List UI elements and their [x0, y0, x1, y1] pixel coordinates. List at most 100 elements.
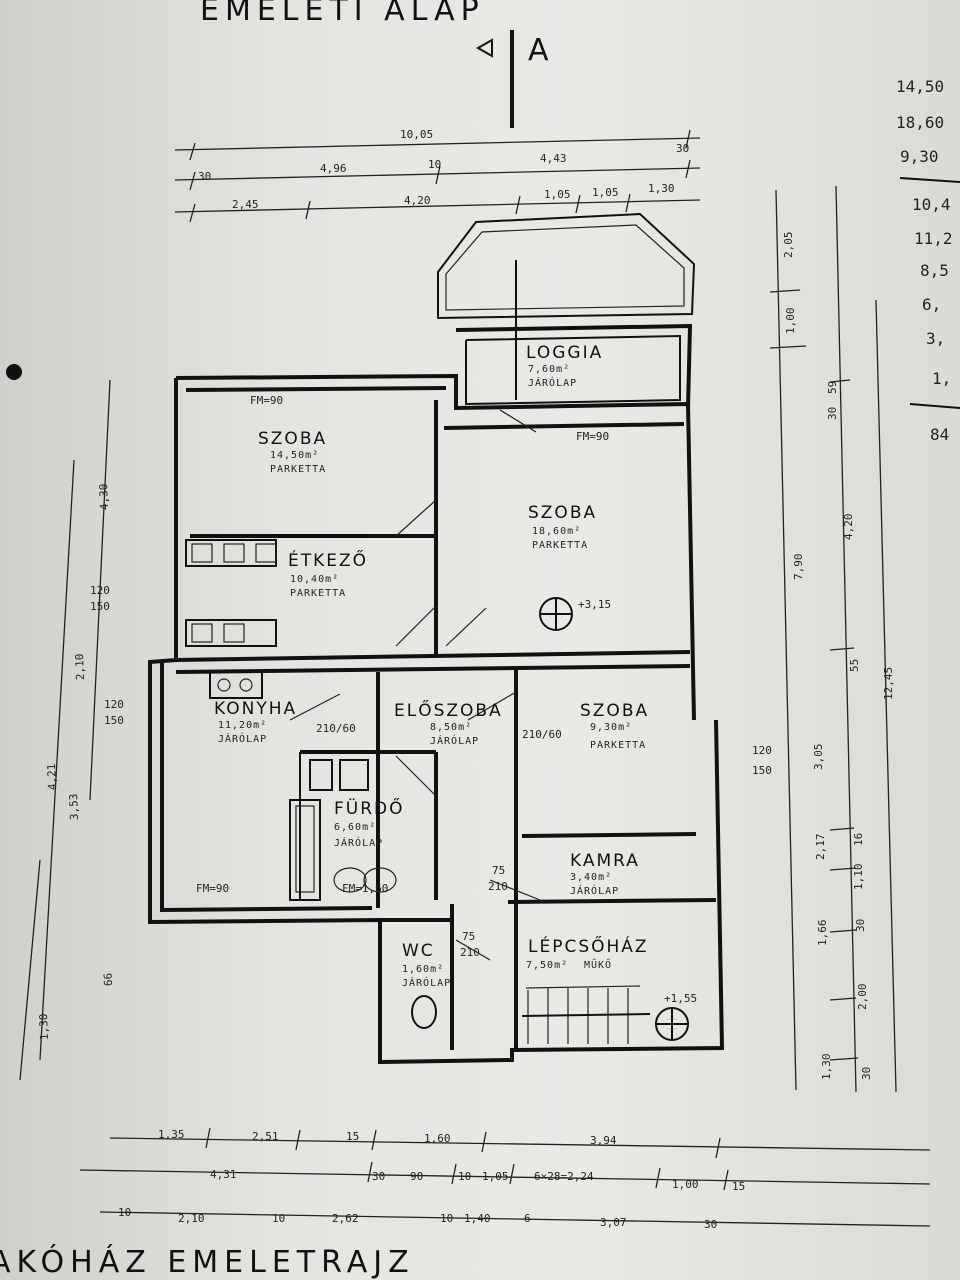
room-area: 8,50m² [430, 722, 472, 733]
dim-top-3-c: 1,05 [544, 188, 571, 201]
door-size: 210 [460, 946, 480, 959]
level-mark-lepcsohaz: +1,55 [664, 992, 697, 1005]
binder-hole [6, 364, 22, 380]
dim-top-3-e: 1,30 [648, 182, 675, 195]
window-size: 120 [104, 698, 124, 711]
room-area: 11,20m² [218, 720, 267, 731]
room-floor: JÁRÓLAP [218, 732, 267, 745]
dim-bottom-3: 3,07 [600, 1216, 627, 1229]
dim-bottom-2: 4,31 [210, 1168, 237, 1181]
margin-note: 11,2 [914, 229, 953, 248]
door-swings [289, 409, 541, 961]
room-area: 18,60m² [532, 526, 581, 537]
room-area: 7,50m² [526, 960, 568, 971]
door-size: 210/60 [316, 722, 356, 735]
dim-bottom-1: 15 [346, 1130, 359, 1143]
dim-right: 55 [848, 659, 861, 672]
room-eloszoba: ELŐSZOBA 8,50m² JÁRÓLAP [394, 699, 501, 747]
room-area: 10,40m² [290, 574, 339, 585]
plan-title: EMELETI ALAP [200, 0, 485, 28]
dim-top-3-d: 1,05 [592, 186, 619, 199]
dim-bottom-1: 1,35 [158, 1128, 185, 1141]
margin-notes: 14,50 18,60 9,30 10,4 11,2 8,5 6, 3, 1, … [896, 77, 960, 444]
dim-bottom-3: 30 [704, 1218, 717, 1231]
room-area: 7,60m² [528, 364, 570, 375]
dim-top-3-a: 2,45 [232, 198, 259, 211]
room-area: 1,60m² [402, 964, 444, 975]
room-name: SZOBA [258, 429, 327, 449]
room-name: LÉPCSŐHÁZ [528, 935, 649, 957]
dim-top-2-b: 4,96 [320, 162, 347, 175]
staircase [521, 985, 689, 1044]
dim-right: 1,30 [820, 1054, 833, 1081]
room-floor: JÁRÓLAP [402, 976, 451, 989]
dim-top-2-d: 4,43 [540, 152, 567, 165]
room-name: KONYHA [214, 699, 297, 719]
room-kamra: KAMRA 3,40m² JÁRÓLAP [570, 851, 640, 897]
room-name: SZOBA [528, 503, 597, 523]
room-area: 6,60m² [334, 822, 376, 833]
window-size: 150 [752, 764, 772, 777]
room-area: 3,40m² [570, 872, 612, 883]
dim-top-3-b: 4,20 [404, 194, 431, 207]
dim-left: 2,10 [73, 653, 87, 680]
dim-right: 2,17 [814, 834, 827, 861]
room-szoba-small: SZOBA 9,30m² PARKETTA [580, 701, 647, 751]
room-floor: PARKETTA [270, 464, 326, 475]
dim-bottom-2: 1,05 [482, 1170, 509, 1183]
fm-label: FM=90 [196, 882, 229, 895]
dim-right: 16 [852, 833, 865, 846]
section-marker: A [475, 30, 549, 128]
room-name: FÜRDŐ [334, 797, 405, 819]
margin-note: 18,60 [896, 113, 944, 132]
room-lepcsohaz: LÉPCSŐHÁZ 7,50m² MŰKŐ [526, 935, 649, 971]
dim-bottom-2: 30 [372, 1170, 385, 1183]
margin-note: 6, [922, 295, 941, 314]
dim-bottom-3: 2,62 [332, 1212, 359, 1225]
dim-top-total: 10,05 [400, 128, 433, 141]
dim-left: 4,21 [45, 763, 59, 790]
dim-bottom-3: 2,10 [178, 1212, 205, 1225]
margin-note: 8,5 [920, 261, 949, 280]
outer-walls [148, 323, 725, 1065]
opening-annotations: FM=90 FM=90 FM=90 FM=1,60 120 150 120 15… [90, 394, 772, 959]
dim-right: 30 [854, 919, 867, 932]
dim-left: 4,30 [97, 483, 111, 510]
room-floor: PARKETTA [590, 740, 646, 751]
dim-bottom-3: 10 [118, 1206, 131, 1219]
right-dimensions: 2,05 1,00 30 59 4,20 7,90 12,45 55 3,05 … [769, 185, 897, 1093]
room-floor: PARKETTA [532, 540, 588, 551]
dim-bottom-2: 6×28=2,24 [534, 1170, 594, 1183]
dim-bottom-3: 10 [272, 1212, 285, 1225]
dim-right: 4,20 [842, 514, 855, 541]
margin-note: 10,4 [912, 195, 951, 214]
room-name: KAMRA [570, 851, 640, 871]
dim-left: 1,30 [37, 1013, 51, 1040]
room-konyha: KONYHA 11,20m² JÁRÓLAP [214, 699, 297, 745]
door-size: 75 [462, 930, 475, 943]
dim-top-2-a: 30 [198, 170, 211, 183]
left-dimensions: 4,30 2,10 4,21 3,53 66 1,30 [19, 379, 115, 1081]
dim-right: 1,00 [784, 308, 797, 335]
dim-right: 30 [860, 1067, 873, 1080]
dim-bottom-1: 2,51 [252, 1130, 279, 1143]
ceiling-light-marker: +3,15 +1,55 [539, 597, 697, 1005]
dim-bottom-2: 90 [410, 1170, 423, 1183]
room-etkezo: ÉTKEZŐ 10,40m² PARKETTA [288, 549, 366, 599]
bottom-dimensions: 1,35 2,51 15 1,60 3,94 4,31 30 90 10 1,0… [79, 1127, 931, 1231]
room-floor: MŰKŐ [584, 957, 612, 971]
fm-label: FM=1,60 [342, 882, 388, 895]
dim-right: 3,05 [812, 744, 825, 771]
room-labels: LOGGIA 7,60m² JÁRÓLAP SZOBA 14,50m² PARK… [214, 343, 649, 989]
window-size: 150 [90, 600, 110, 613]
room-szoba-large: SZOBA 18,60m² PARKETTA [528, 503, 597, 551]
margin-note: 9,30 [900, 147, 939, 166]
window-size: 150 [104, 714, 124, 727]
fm-label: FM=90 [576, 430, 609, 443]
room-floor: JÁRÓLAP [528, 376, 577, 389]
dim-right: 1,66 [816, 920, 829, 947]
room-loggia: LOGGIA 7,60m² JÁRÓLAP [526, 343, 601, 389]
dim-bottom-2: 10 [458, 1170, 471, 1183]
window-size: 120 [752, 744, 772, 757]
door-size: 75 [492, 864, 505, 877]
